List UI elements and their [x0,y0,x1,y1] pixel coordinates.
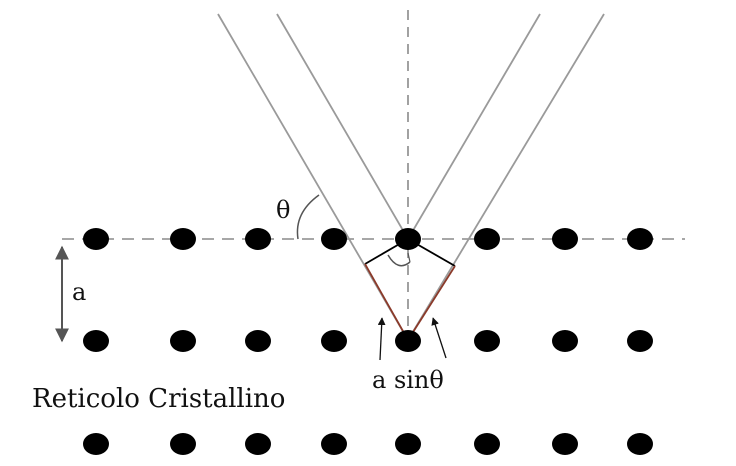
reflected-ray-1 [407,13,541,240]
atom-r3-c4 [321,433,347,455]
atom-r1-c5 [395,228,421,250]
atom-r2-c2 [170,330,196,352]
atom-r3-c7 [552,433,578,455]
atom-r1-c7 [552,228,578,250]
reflected-ray-2 [407,13,605,341]
atom-r2-c1 [83,330,109,352]
atom-r2-c5 [395,330,421,352]
atom-r1-c8 [627,228,653,250]
atom-r1-c1 [83,228,109,250]
atom-r2-c4 [321,330,347,352]
atom-r3-c5 [395,433,421,455]
atom-r1-c3 [245,228,271,250]
lattice-name-label: Reticolo Cristallino [32,384,285,414]
atom-r3-c1 [83,433,109,455]
theta-label: θ [276,196,290,224]
atom-r3-c8 [627,433,653,455]
atom-r3-c2 [170,433,196,455]
path-segment-right [407,265,456,341]
atom-r1-c6 [474,228,500,250]
atom-r1-c2 [170,228,196,250]
theta-arc [296,194,320,240]
inner-angle-tick [407,252,411,263]
atom-r3-c3 [245,433,271,455]
inner-angle-arc [387,254,411,267]
atom-r2-c6 [474,330,500,352]
atom-r2-c7 [552,330,578,352]
path-difference-label: a sinθ [372,366,444,394]
atom-r3-c6 [474,433,500,455]
atom-r2-c8 [627,330,653,352]
pointer-arrow-left [377,317,386,361]
lattice-atoms [83,228,653,455]
incident-ray-2 [276,13,409,240]
path-segment-left [364,263,409,341]
atom-r1-c4 [321,228,347,250]
pointer-arrow-right [431,317,447,359]
atom-r2-c3 [245,330,271,352]
spacing-label: a [72,278,86,306]
